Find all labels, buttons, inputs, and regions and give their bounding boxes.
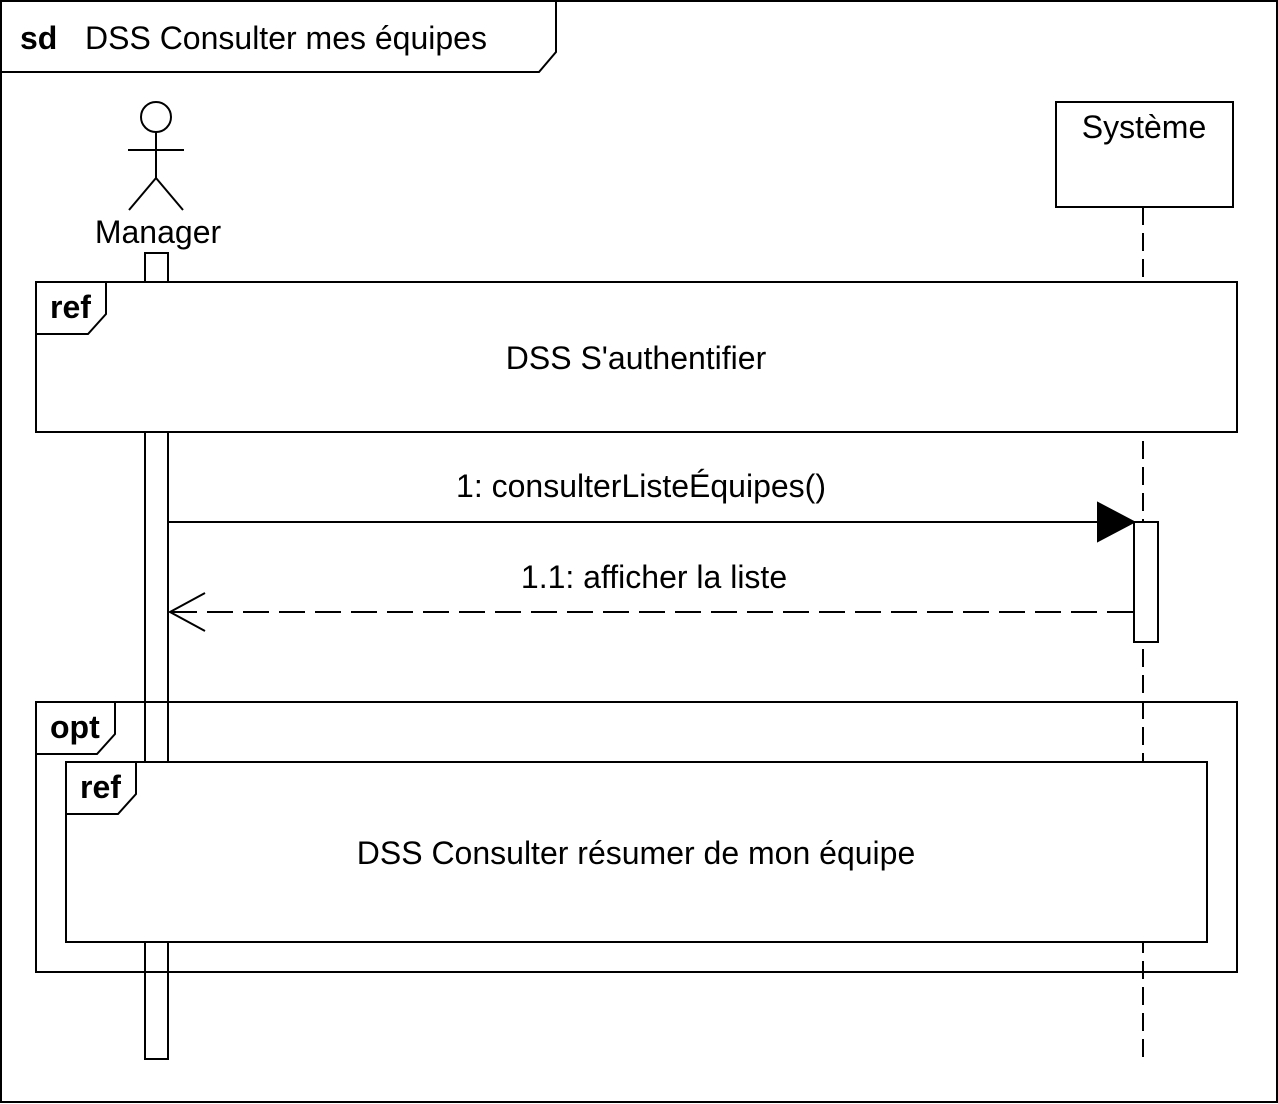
message-consulter-liste-equipes: 1: consulterListeÉquipes()	[168, 468, 1137, 543]
ref-fragment-consulter-resume: ref DSS Consulter résumer de mon équipe	[65, 761, 1208, 943]
nested-ref-label: DSS Consulter résumer de mon équipe	[357, 835, 916, 871]
actor-head-icon	[140, 101, 172, 133]
ref-fragment-label: DSS S'authentifier	[506, 340, 767, 376]
actor-left-leg	[128, 177, 157, 211]
ref-fragment-border	[35, 281, 1238, 433]
sd-frame-tab	[0, 0, 557, 73]
ref-fragment-authentifier: ref DSS S'authentifier	[35, 281, 1238, 433]
actor-right-leg	[155, 177, 184, 211]
actor-name: Manager	[95, 214, 222, 250]
sd-frame-keyword: sd	[20, 20, 57, 56]
opt-fragment: opt	[35, 701, 1238, 973]
sd-frame-title: DSS Consulter mes équipes	[85, 20, 487, 56]
filled-arrowhead-icon	[1097, 501, 1137, 543]
actor-manager: Manager	[95, 101, 222, 250]
nested-ref-tab	[65, 761, 137, 815]
reply-label: 1.1: afficher la liste	[521, 559, 787, 595]
message-afficher-la-liste: 1.1: afficher la liste	[167, 559, 1133, 632]
ref-operator-label: ref	[50, 289, 91, 325]
opt-fragment-border	[35, 701, 1238, 973]
open-arrowhead-icon	[167, 592, 206, 632]
system-activation-bar	[1133, 521, 1159, 643]
nested-ref-border	[65, 761, 1208, 943]
lifeline-system: Système	[1055, 101, 1234, 1060]
opt-operator-label: opt	[50, 709, 100, 745]
message-label: 1: consulterListeÉquipes()	[456, 468, 826, 504]
ref-fragment-tab	[35, 281, 107, 335]
nested-ref-operator-label: ref	[80, 769, 121, 805]
system-name: Système	[1082, 109, 1206, 145]
opt-fragment-tab	[35, 701, 116, 755]
system-header-box	[1055, 101, 1234, 208]
